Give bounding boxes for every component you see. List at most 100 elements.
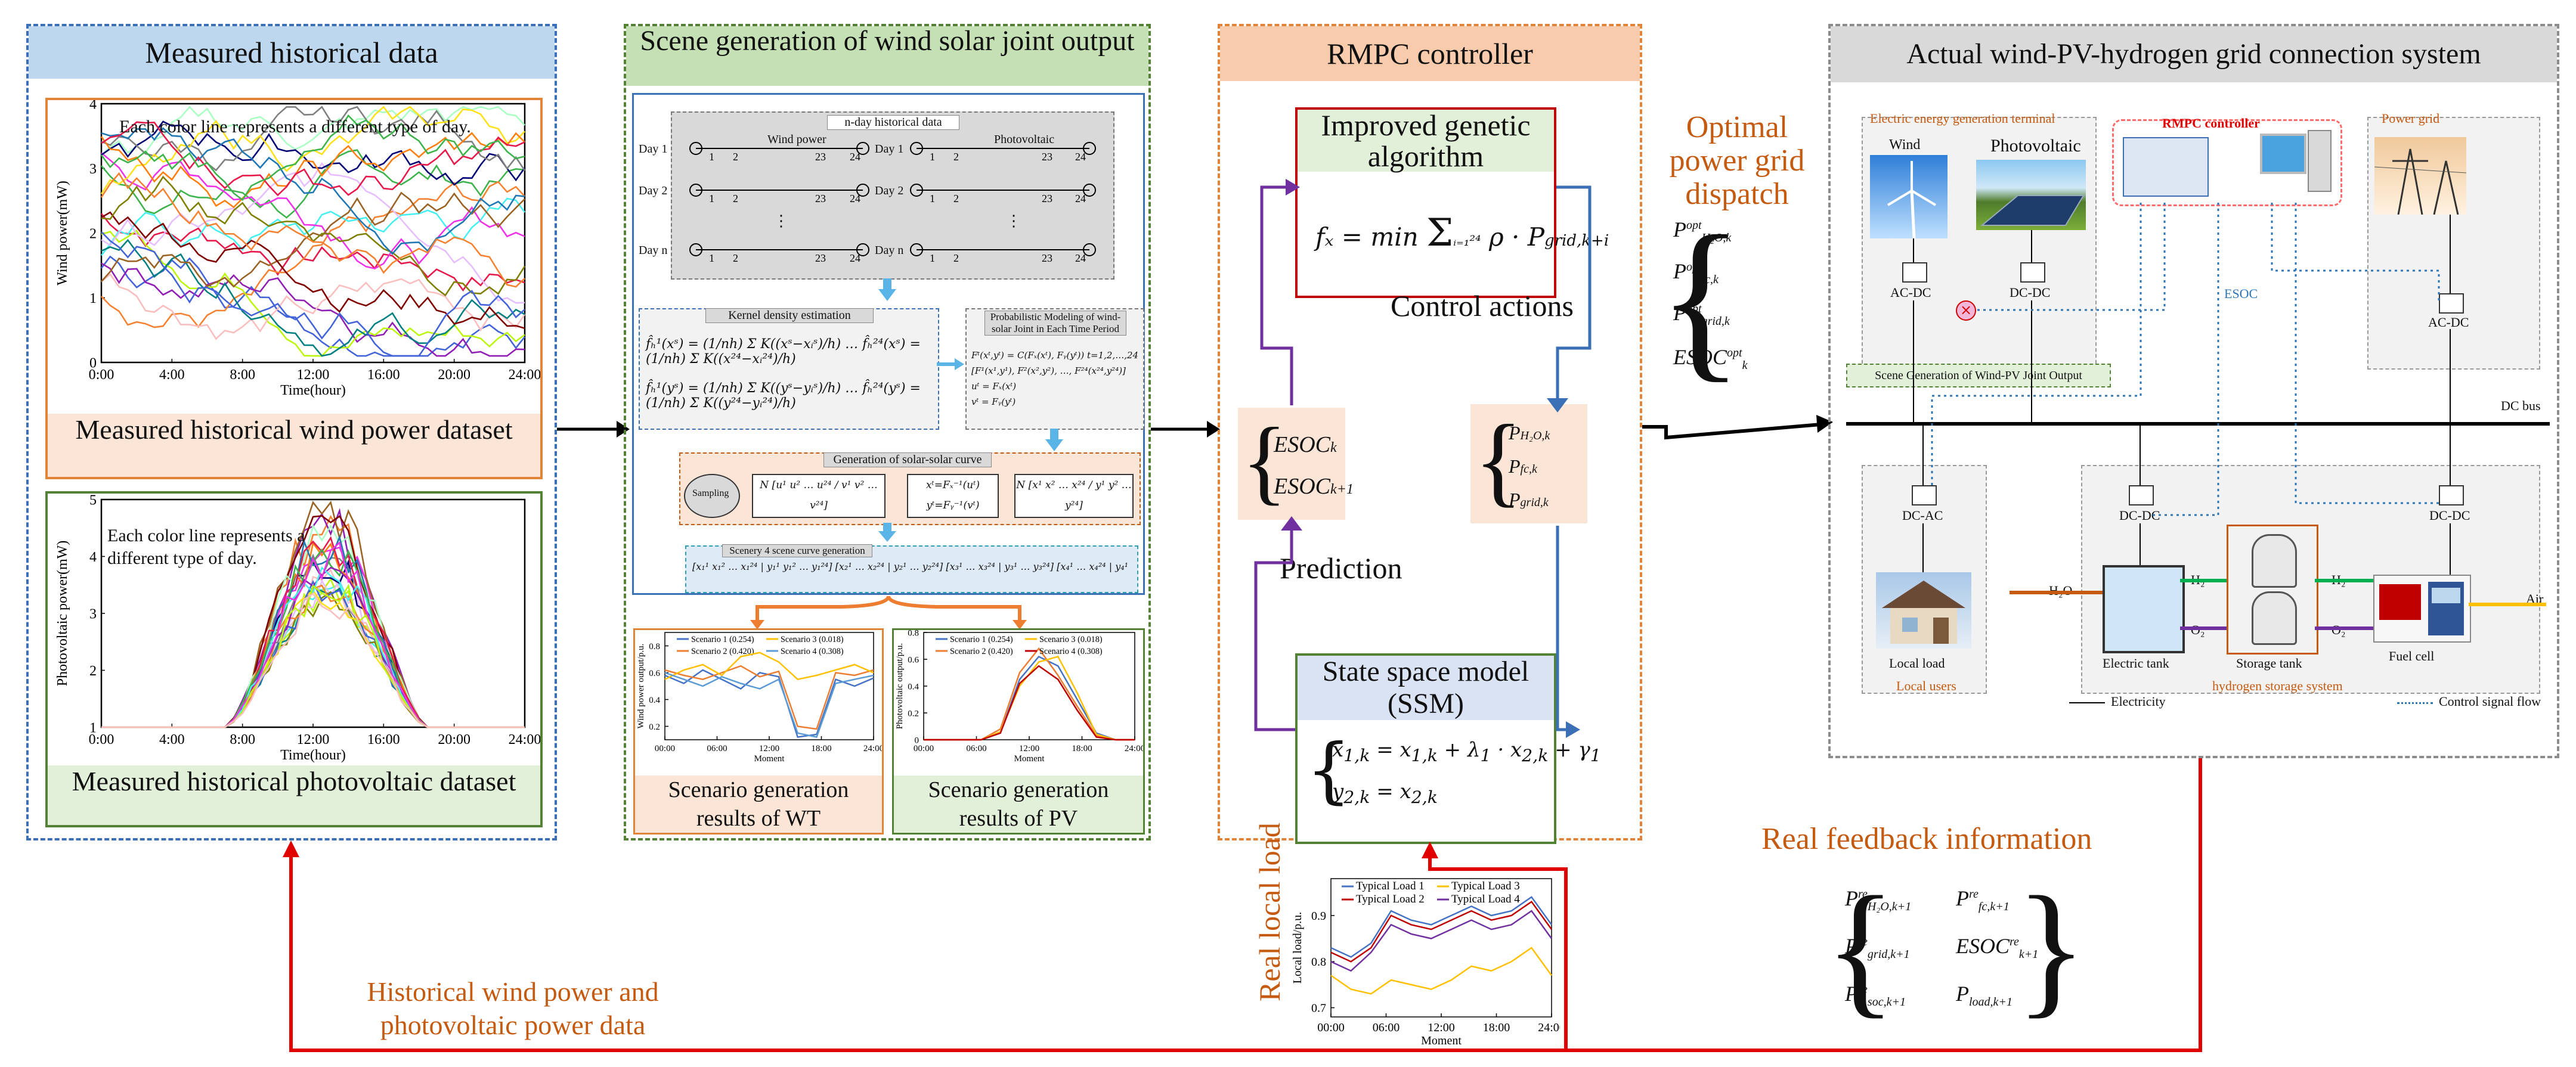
dcdc-converter-1 <box>2020 262 2045 283</box>
svg-text:23: 23 <box>1042 193 1052 204</box>
sample-matrix-2: N [x¹ x² … x²⁴ / y¹ y² … y²⁴] <box>1014 474 1134 518</box>
dc-bus-line <box>1846 422 2550 426</box>
day2-pv-label: Day 2 <box>875 184 904 197</box>
x-tick-label: 24:00 <box>509 732 540 747</box>
rmpc-controller-label: RMPC controller <box>2162 116 2260 131</box>
sampling-ellipse <box>684 474 740 518</box>
wind-day-line <box>101 231 525 357</box>
control-flow-legend-label: Control signal flow <box>2439 694 2541 709</box>
series-line <box>924 647 1135 741</box>
x-tick-label: 20:00 <box>438 732 470 747</box>
dc-bus-label: DC bus <box>2501 398 2541 413</box>
svg-text:1: 1 <box>709 252 714 264</box>
acdc-converter-1 <box>1902 262 1927 283</box>
wind-power-label: Wind power <box>767 133 826 146</box>
sampling-label: Sampling <box>692 488 729 498</box>
y-axis-label: Photovoltaic power(mW) <box>55 541 70 687</box>
x-tick-label: 18:00 <box>1072 744 1092 753</box>
svg-text:24: 24 <box>1075 252 1086 264</box>
x-tick-label: 06:00 <box>1373 1021 1400 1034</box>
acdc-label-2: AC-DC <box>2428 315 2469 330</box>
controller-hardware-icon <box>2123 137 2209 197</box>
x-tick-label: 24:00 <box>509 367 540 383</box>
legend-label: Typical Load 4 <box>1451 893 1520 905</box>
x-tick-label: 12:00 <box>1019 744 1039 753</box>
power-tower-image <box>2374 137 2467 215</box>
rmpc-connectors <box>1254 179 1592 738</box>
electricity-legend <box>2069 702 2105 703</box>
prob-model-label: Probabilistic Modeling of wind-solar Joi… <box>984 311 1126 336</box>
storage-tank-icon-1 <box>2252 534 2297 588</box>
y-tick-label: 0.8 <box>649 642 660 652</box>
y-axis-label: Local load/p.u. <box>1291 912 1304 984</box>
y-tick-label: 1 <box>89 291 97 306</box>
svg-text:1: 1 <box>930 193 935 204</box>
series-line <box>664 672 874 738</box>
fuel-cell-label: Fuel cell <box>2389 649 2435 663</box>
day1-wind-label: Day 1 <box>639 142 668 156</box>
scene-generation-title: Scene generation of wind solar joint out… <box>626 26 1148 86</box>
x-tick-label: 12:00 <box>1428 1021 1455 1034</box>
control-actions-label: Control actions <box>1391 289 1574 322</box>
series-line <box>664 652 874 681</box>
wind-turbine-image <box>1870 155 1948 239</box>
x-tick-label: 18:00 <box>1483 1021 1510 1034</box>
wind-day-line <box>100 132 525 209</box>
ssm-formula: { x1,k = x1,k + λ1 · x2,k + γ1 y2,k = x2… <box>1306 729 1601 812</box>
wind-day-line <box>101 121 525 197</box>
sample-transform: xᵗ=Fₓ⁻¹(uᵗ)yᵗ=Fᵧ⁻¹(vᵗ) <box>907 474 999 518</box>
wind-day-line <box>101 191 525 288</box>
series-line <box>664 669 874 738</box>
scene-gen-strip: Scene Generation of Wind-PV Joint Output <box>1846 364 2111 387</box>
svg-text:2: 2 <box>733 252 738 264</box>
pv-day-line <box>101 586 525 728</box>
y-tick-label: 0.8 <box>908 630 919 638</box>
x-tick-label: 8:00 <box>230 732 255 747</box>
real-feedback-label: Real feedback information <box>1761 822 2092 856</box>
y-tick-label: 0.4 <box>908 682 919 691</box>
y-tick-label: 0.8 <box>1311 956 1326 969</box>
series-line <box>1330 947 1553 995</box>
electricity-legend-label: Electricity <box>2111 694 2166 709</box>
x-axis-label: Moment <box>1421 1034 1462 1047</box>
svg-text:⋮: ⋮ <box>773 212 789 229</box>
wind-dataset-caption: Measured historical wind power dataset <box>48 414 540 477</box>
wind-day-line <box>101 106 525 156</box>
computer-icon <box>2260 134 2306 174</box>
dayn-pv-label: Day n <box>875 244 904 257</box>
y-tick-label: 3 <box>89 606 97 622</box>
x-tick-label: 24:00 <box>863 744 882 753</box>
pv-day-line <box>101 566 525 728</box>
wind-day-line <box>100 172 525 288</box>
arrow-nday-down <box>878 278 896 301</box>
local-load-chart: 00:0006:0012:0018:0024:000.70.80.9Moment… <box>1291 878 1560 1047</box>
svg-text:24: 24 <box>1075 151 1086 163</box>
electric-tank-label: Electric tank <box>2103 656 2169 671</box>
ssm-title: State space model (SSM) <box>1298 656 1554 720</box>
svg-text:23: 23 <box>815 151 826 163</box>
svg-text:23: 23 <box>815 193 826 204</box>
x-tick-label: 0:00 <box>89 732 114 747</box>
acdc-label-1: AC-DC <box>1890 285 1931 300</box>
series-line <box>1330 900 1553 963</box>
dcac-label: DC-AC <box>1902 508 1943 523</box>
svg-text:2: 2 <box>953 193 959 204</box>
wind-day-line <box>100 114 525 201</box>
x-tick-label: 12:00 <box>759 744 779 753</box>
historical-data-label: Historical wind power and photovoltaic p… <box>367 976 659 1040</box>
photovoltaic-label: Photovoltaic <box>994 133 1055 146</box>
x-tick-label: 12:00 <box>297 732 330 747</box>
series-line <box>924 665 1135 741</box>
y-tick-label: 0.6 <box>908 655 919 665</box>
arrow-kde-to-prob <box>937 358 964 370</box>
day1-pv-label: Day 1 <box>875 142 904 156</box>
kde-box: Kernel density estimation f̂ₕ¹(xˢ) = (1/… <box>639 308 939 430</box>
ssm-box: State space model (SSM) { x1,k = x1,k + … <box>1295 653 1601 844</box>
y-tick-label: 4 <box>89 550 97 565</box>
x-tick-label: 00:00 <box>655 744 675 753</box>
svg-text:24: 24 <box>850 193 860 204</box>
